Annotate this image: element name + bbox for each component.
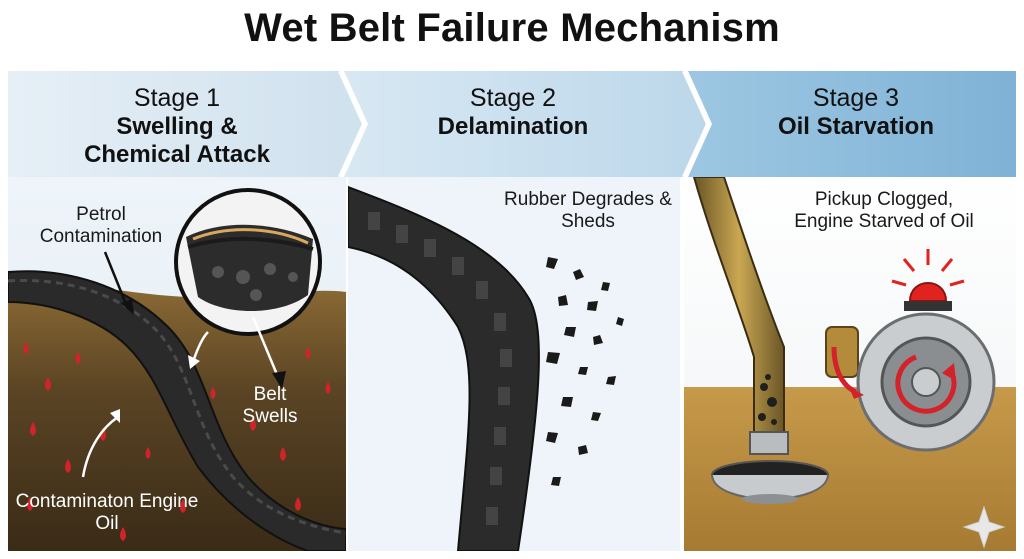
page-title: Wet Belt Failure Mechanism	[244, 6, 780, 50]
stage-1-name: Swelling & Chemical Attack	[84, 113, 270, 168]
rubber-fragments	[546, 257, 624, 486]
stage-2-panel: Rubber Degrades & Sheds	[348, 177, 680, 551]
belt-swells-label: Belt Swells	[242, 384, 298, 427]
engine-oil-label: Contaminaton Engine Oil	[15, 491, 199, 534]
contamination-drops	[23, 342, 331, 541]
strainer-bowl	[711, 431, 829, 504]
oil-pump	[825, 312, 996, 452]
sparkle-icon	[962, 505, 1006, 549]
degraded-belt	[348, 185, 540, 551]
pickup-clogged-label: Pickup Clogged, Engine Starved of Oil	[794, 189, 974, 232]
stage-3-number: Stage 3	[812, 84, 900, 112]
stage-header-bar	[8, 70, 1016, 178]
stage-2-header: Stage 2 Delamination	[352, 71, 674, 177]
pointer-arrows	[103, 251, 280, 378]
stage-1-illustration	[8, 177, 346, 551]
stage-2-header-bg	[344, 71, 708, 177]
stage-1-header-bg	[8, 71, 364, 177]
stage-3-panel: Pickup Clogged, Engine Starved of Oil	[684, 177, 1016, 551]
stage-1-panel: Petrol Contamination Belt Swells Contami…	[8, 177, 346, 551]
stage-1-header: Stage 1 Swelling & Chemical Attack	[8, 71, 346, 177]
warning-beacon-icon	[891, 249, 965, 311]
stage-3-illustration	[684, 177, 1016, 551]
stage-2-name: Delamination	[437, 113, 589, 140]
stage-3-header: Stage 3 Oil Starvation	[696, 71, 1016, 177]
stage-2-number: Stage 2	[469, 84, 557, 112]
stage-1-number: Stage 1	[133, 84, 221, 112]
magnifier-inset	[174, 188, 322, 336]
stage-2-illustration	[348, 177, 680, 551]
stage-3-header-bg	[688, 71, 1016, 177]
stage-3-name: Oil Starvation	[777, 113, 935, 140]
rubber-degrades-label: Rubber Degrades & Sheds	[504, 189, 672, 232]
belt	[8, 270, 346, 551]
petrol-contamination-label: Petrol Contamination	[39, 204, 163, 247]
